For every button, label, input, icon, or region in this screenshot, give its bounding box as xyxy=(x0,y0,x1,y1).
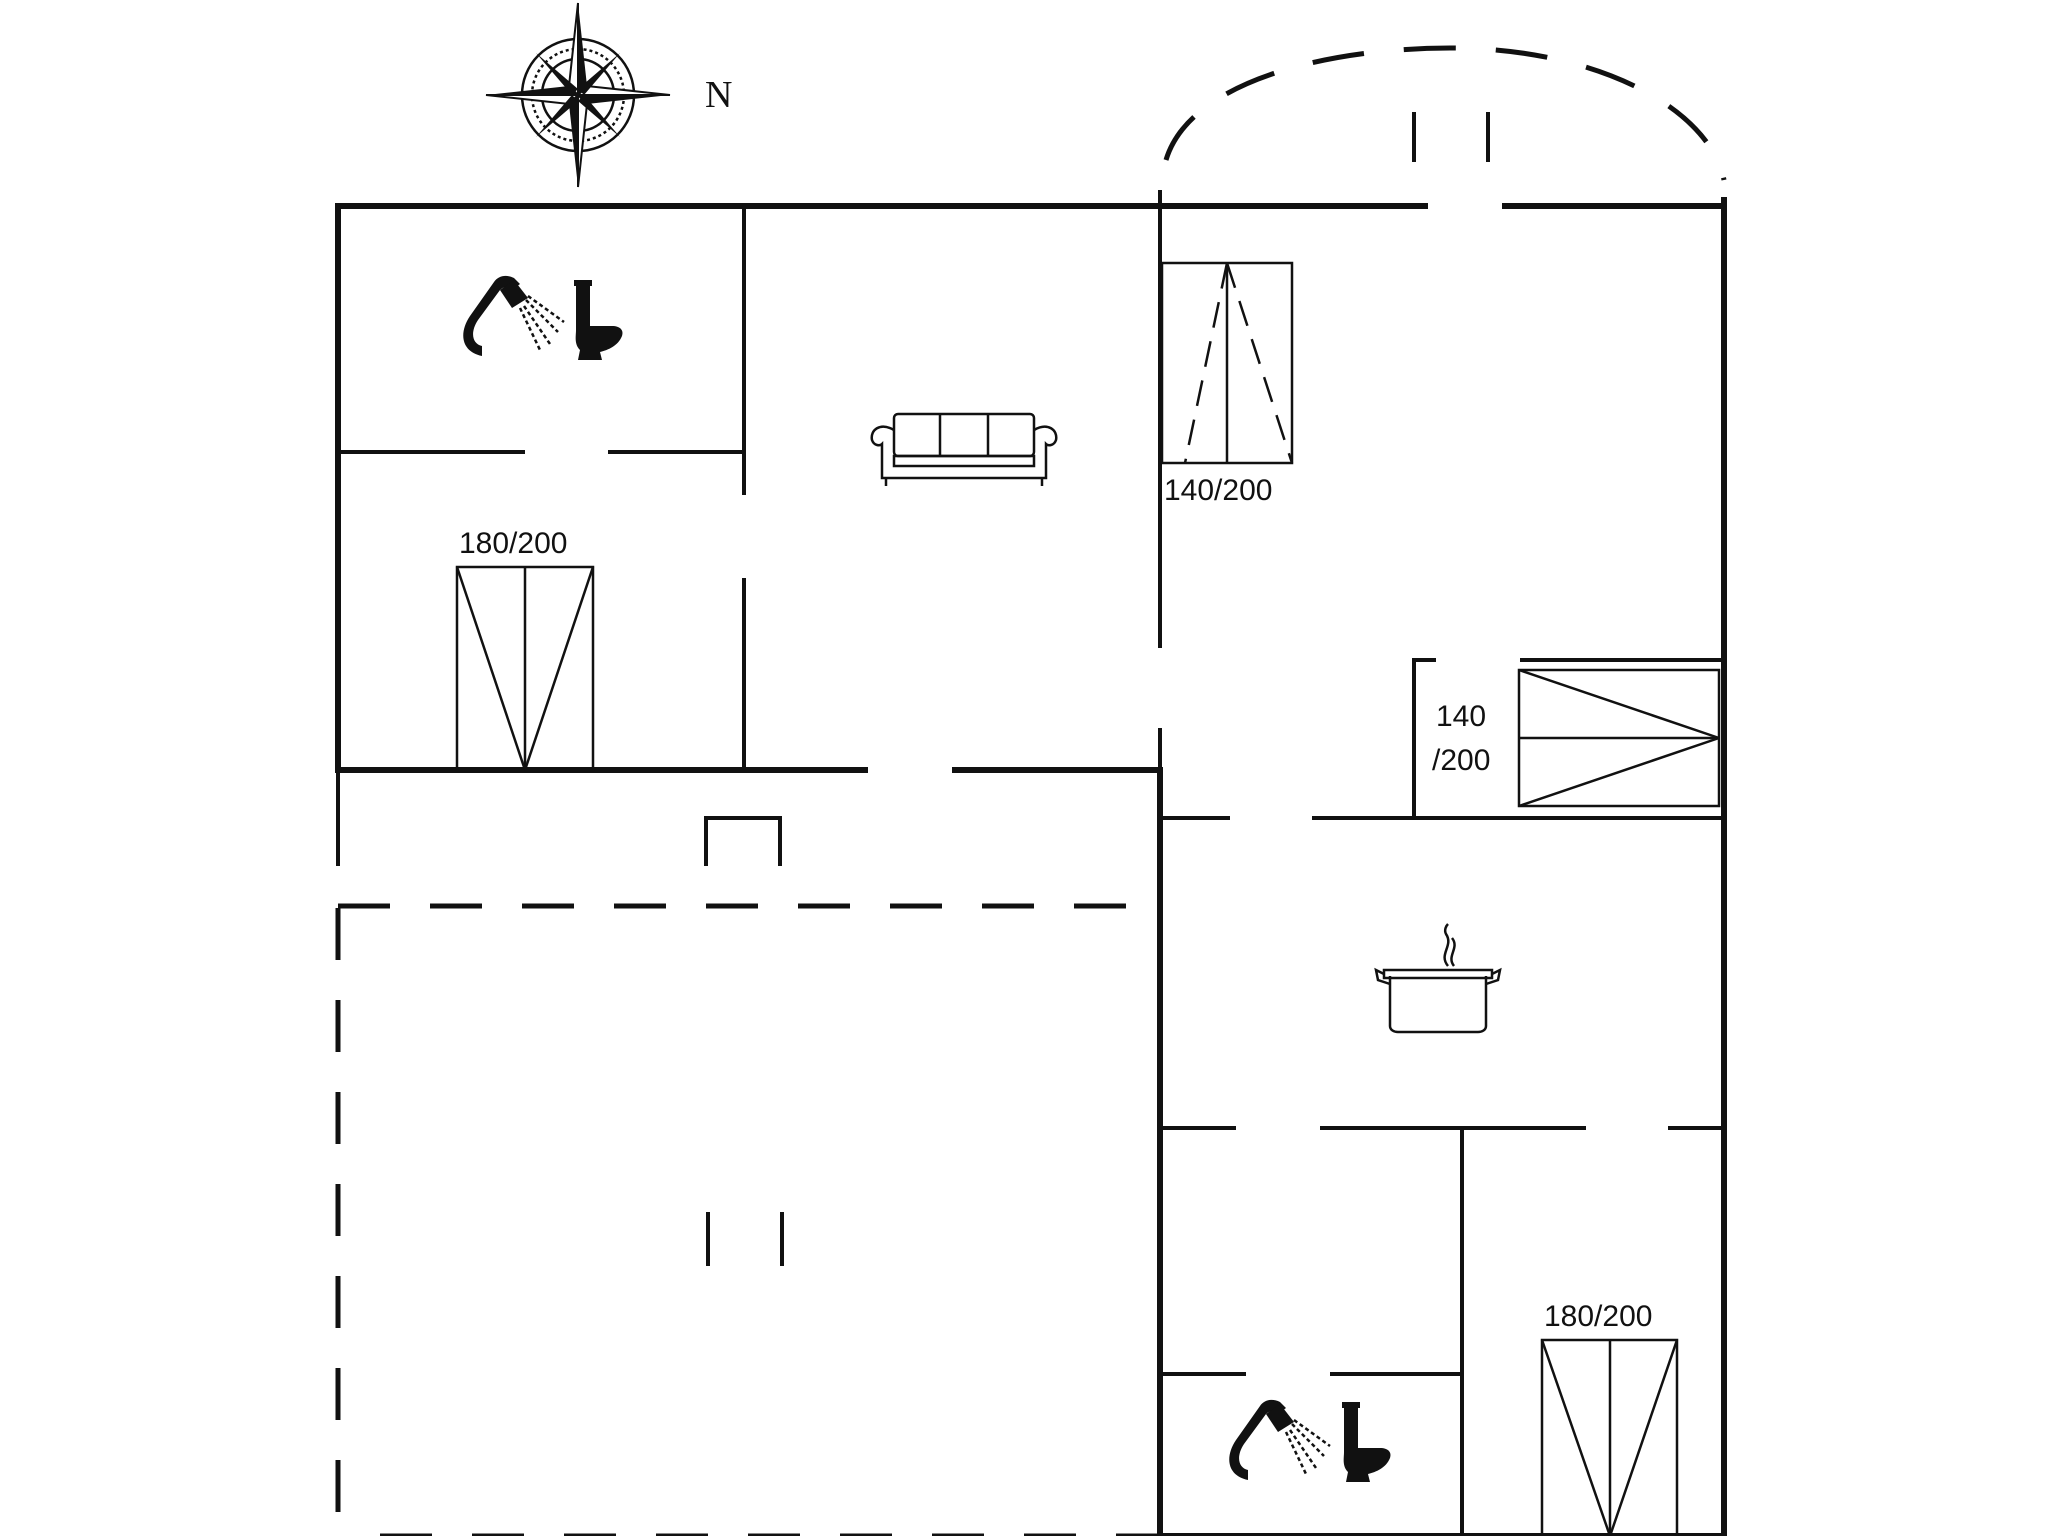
walls xyxy=(335,197,1727,1536)
bed-north: 140/200 xyxy=(1160,261,1294,507)
shower-icon xyxy=(1229,1399,1331,1480)
bed-west: 180/200 xyxy=(455,527,595,772)
bed-label: 140/200 xyxy=(1164,474,1272,507)
bed-east: 140 /200 xyxy=(1432,668,1721,808)
cooking-pot-icon xyxy=(1374,923,1502,1034)
bed-label: /200 xyxy=(1432,744,1490,777)
toilet-icon xyxy=(574,280,623,360)
compass-north-label: N xyxy=(705,74,732,116)
toilet-icon xyxy=(1342,1402,1391,1482)
bed-label: 140 xyxy=(1436,700,1486,733)
bed-label: 180/200 xyxy=(1544,1300,1652,1333)
bed-south: 180/200 xyxy=(1540,1300,1679,1536)
shower-icon xyxy=(463,275,565,356)
dashed-outlines xyxy=(335,45,1727,1536)
partitions xyxy=(336,190,1722,1534)
compass-rose-icon xyxy=(485,2,671,188)
sofa-icon xyxy=(870,412,1058,486)
bed-label: 180/200 xyxy=(459,527,567,560)
